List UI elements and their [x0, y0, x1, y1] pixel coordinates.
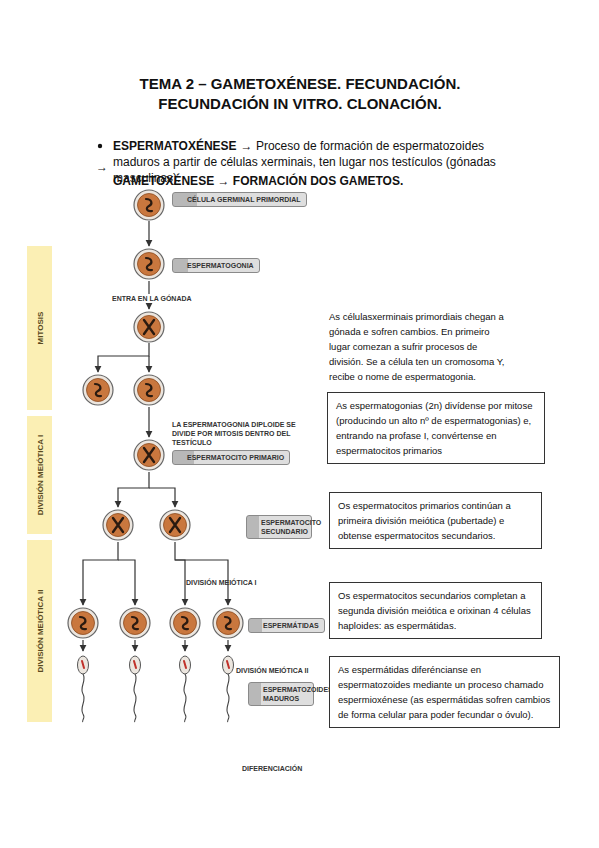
- figure-tag: ESPERMATOGONIA: [172, 258, 260, 273]
- spermatid-cell: [68, 608, 98, 638]
- arrow: [227, 640, 228, 651]
- node-text: Os espermatocitos primarios continúan a …: [338, 498, 533, 543]
- arrow: [98, 343, 149, 372]
- node-text: MITOSIS: [35, 312, 44, 345]
- figure-tag: ESPERMATOZOIDES MADUROS: [248, 682, 314, 706]
- node-text: CÉLULA GERMINAL PRIMORDIAL: [187, 195, 301, 204]
- bullet: [98, 144, 102, 148]
- note-box: Os espermatocitos primarios continúan a …: [329, 492, 542, 549]
- figure-tag: CÉLULA GERMINAL PRIMORDIAL: [172, 192, 307, 207]
- note-box: As espermátidas diferéncianse en esperma…: [329, 656, 560, 728]
- arrow: [83, 542, 118, 605]
- node-text: ESPERMATOGONIA: [187, 261, 254, 270]
- spermatogonium-cell: [134, 312, 164, 342]
- spermatid-cell: [170, 608, 200, 638]
- label: →: [96, 160, 599, 174]
- note-box: Os espermatocitos secundarios completan …: [329, 582, 542, 639]
- spermatogonium-cell: [134, 249, 164, 279]
- node-text: ESPERMÁTIDAS: [263, 621, 319, 630]
- spermatogonium-cell: [134, 375, 164, 405]
- label: As célulasxerminais primordiais chegan a…: [329, 309, 507, 384]
- label: GAMETOXÉNESE → FORMACIÓN DOS GAMETOS.: [113, 174, 533, 188]
- label: LA ESPERMATOGONIA DIPLOIDE SE DIVIDE POR…: [172, 420, 312, 447]
- arrow: [118, 560, 135, 605]
- label: DIVISIÓN MEIÓTICA II: [236, 666, 599, 675]
- label: ENTRA EN LA GÓNADA: [110, 294, 599, 303]
- spermatogonium-cell: [83, 375, 113, 405]
- figure-tag: ESPERMATOCITO SECUNDARIO: [246, 515, 312, 539]
- arrow: [184, 640, 185, 651]
- secondary-spermatocyte-cell: [103, 510, 133, 540]
- page-title: TEMA 2 – GAMETOXÉNESE. FECUNDACIÓN. FECU…: [100, 74, 500, 114]
- arrow: [148, 221, 149, 246]
- stage-band: MITOSIS: [27, 246, 52, 410]
- spermatid-cell: [120, 608, 150, 638]
- node-text: ESPERMATOCITO PRIMARIO: [187, 453, 284, 462]
- sperm-cell: [223, 656, 234, 722]
- figure-tag: ESPERMÁTIDAS: [248, 618, 325, 633]
- arrow: [175, 542, 185, 605]
- arrow: [148, 356, 149, 372]
- node-text: ESPERMATOCITO SECUNDARIO: [261, 518, 306, 536]
- node-text: Os espermatocitos secundarios completan …: [338, 588, 533, 633]
- primordial-cell: [134, 190, 164, 220]
- arrow: [149, 488, 175, 507]
- node-text: DIVISIÓN MEIÓTICA II: [35, 590, 44, 673]
- sperm-cell: [180, 656, 191, 722]
- label: ESPERMATOXÉNESE: [113, 139, 237, 153]
- secondary-spermatocyte-cell: [160, 510, 190, 540]
- sperm-cell: [78, 656, 89, 722]
- stage-band: DIVISIÓN MEIÓTICA II: [27, 540, 52, 722]
- node-text: ESPERMATOZOIDES MADUROS: [263, 685, 308, 703]
- arrow: [118, 472, 149, 507]
- arrow: [134, 640, 135, 651]
- figure-tag: ESPERMATOCITO PRIMARIO: [172, 450, 290, 465]
- note-box: As espermatogonias (2n) divídense por mi…: [327, 392, 545, 464]
- label: DIFERENCIACIÓN: [242, 764, 599, 773]
- stage-band: DIVISIÓN MEIÓTICA I: [27, 416, 52, 534]
- node-text: As espermatogonias (2n) divídense por mi…: [336, 398, 536, 458]
- node-text: DIVISIÓN MEIÓTICA I: [35, 435, 44, 516]
- label: DIVISIÓN MEIÓTICA I: [186, 578, 599, 587]
- node-text: As espermátidas diferéncianse en esperma…: [338, 662, 551, 722]
- primary-spermatocyte-cell: [134, 440, 164, 470]
- arrow: [82, 640, 83, 651]
- arrow: [148, 407, 149, 437]
- spermatid-cell: [213, 608, 243, 638]
- sperm-cell: [130, 656, 141, 722]
